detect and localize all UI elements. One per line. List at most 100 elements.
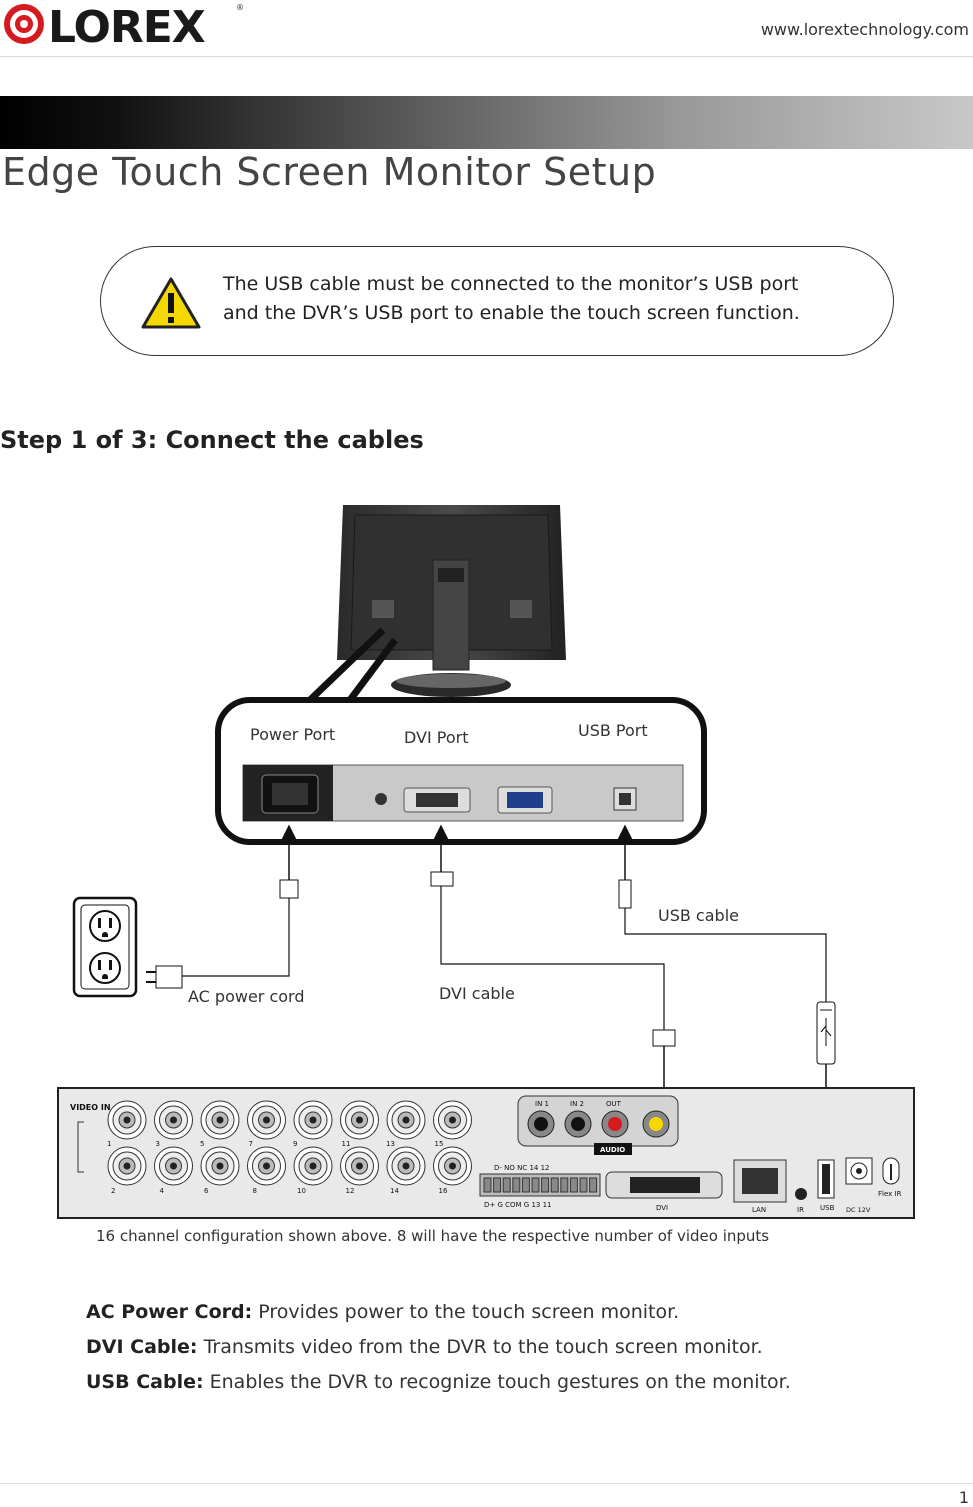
notice-line-1: The USB cable must be connected to the m… (223, 273, 799, 295)
step-heading: Step 1 of 3: Connect the cables (0, 426, 424, 454)
notice-line-2: and the DVR’s USB port to enable the tou… (223, 302, 800, 324)
dvi-plug-top (430, 871, 454, 887)
description-text: Enables the DVR to recognize touch gestu… (209, 1371, 791, 1393)
alarm-terminal (483, 1177, 492, 1193)
description-usb-cable: USB Cable: Enables the DVR to recognize … (86, 1371, 791, 1393)
alarm-terminal (579, 1177, 588, 1193)
lorex-logo: LOREX ® (4, 2, 244, 50)
description-ac-power-cord: AC Power Cord: Provides power to the tou… (86, 1301, 679, 1323)
notice-text: The USB cable must be connected to the m… (223, 270, 800, 328)
dvr-usb-label: USB (820, 1204, 835, 1212)
description-text: Provides power to the touch screen monit… (258, 1301, 680, 1323)
channel-label: 13 (386, 1140, 395, 1148)
description-term: USB Cable: (86, 1371, 204, 1393)
channel-label: 6 (204, 1187, 209, 1195)
channel-label: 5 (200, 1140, 204, 1148)
bnc-connector (449, 1116, 456, 1124)
channel-label: 2 (111, 1187, 115, 1195)
bnc-connector (402, 1162, 410, 1170)
alarm-terminals (483, 1177, 598, 1193)
bnc-connector (123, 1162, 131, 1170)
channel-label: 1 (107, 1140, 111, 1148)
title-banner (0, 96, 973, 149)
bnc-connector (170, 1116, 177, 1124)
channel-label: 9 (293, 1140, 297, 1148)
description-term: AC Power Cord: (86, 1301, 253, 1323)
usb-cable-label: USB cable (658, 906, 739, 925)
alarm-terminal (493, 1177, 502, 1193)
channel-label: 15 (435, 1140, 444, 1148)
bnc-connector (356, 1116, 363, 1124)
bnc-connector (309, 1116, 317, 1124)
wall-outlet (72, 896, 138, 998)
alarm-terminal (569, 1177, 578, 1193)
dvr-audio-out: OUT (606, 1100, 622, 1108)
ac-power-cord-label: AC power cord (188, 987, 305, 1006)
channel-label: 7 (249, 1140, 253, 1148)
website-url[interactable]: www.lorextechnology.com (760, 20, 969, 39)
bnc-connector (402, 1116, 410, 1124)
bnc-connector (449, 1162, 456, 1170)
dvr-flex-ir-label: Flex IR (878, 1190, 902, 1198)
bnc-connector (309, 1162, 317, 1170)
dvr-dc-label: DC 12V (846, 1206, 871, 1214)
power-port-label: Power Port (250, 725, 336, 744)
dvr-alarm-top-labels: D- NO NC 14 12 (494, 1164, 550, 1172)
warning-icon (141, 277, 201, 329)
dvr-audio-in1: IN 1 (535, 1100, 549, 1108)
alarm-terminal (541, 1177, 550, 1193)
usb-plug-top (618, 879, 632, 909)
alarm-terminal (589, 1177, 598, 1193)
bnc-connector (263, 1116, 270, 1124)
notice-box (100, 246, 894, 356)
alarm-terminal (531, 1177, 540, 1193)
bnc-connector (170, 1162, 177, 1170)
dvi-cable (440, 886, 665, 1030)
channel-label: 14 (390, 1187, 399, 1195)
dvr-audio-label: AUDIO (600, 1146, 625, 1154)
usb-port-label: USB Port (578, 721, 648, 740)
alarm-terminal (512, 1177, 521, 1193)
channel-label: 16 (439, 1187, 448, 1195)
bnc-connector (263, 1162, 270, 1170)
footer-divider (0, 1483, 973, 1484)
brand-text: LOREX (48, 2, 206, 50)
diagram-caption: 16 channel configuration shown above. 8 … (96, 1227, 770, 1245)
channel-label: 4 (160, 1187, 165, 1195)
alarm-terminal (502, 1177, 511, 1193)
bnc-connector (123, 1116, 131, 1124)
channel-label: 3 (156, 1140, 160, 1148)
dvr-alarm-bottom-labels: D+ G COM G 13 11 (484, 1201, 551, 1209)
svg-text:®: ® (236, 3, 244, 12)
ac-plug (155, 965, 183, 989)
bnc-connector (216, 1162, 224, 1170)
bnc-connector (216, 1116, 224, 1124)
dvr-dvi-label: DVI (656, 1204, 668, 1212)
usb-plug-bottom (816, 1001, 836, 1065)
bnc-connector (356, 1162, 363, 1170)
channel-label: 11 (342, 1140, 351, 1148)
monitor-port-panel (242, 764, 684, 822)
alarm-terminal (560, 1177, 569, 1193)
dvr-ir-label: IR (797, 1206, 804, 1214)
dvi-port-label: DVI Port (404, 728, 469, 747)
power-plug (279, 879, 299, 899)
dvr-lan-label: LAN (752, 1206, 766, 1214)
alarm-terminal (521, 1177, 530, 1193)
bnc-inputs (107, 1100, 472, 1186)
description-term: DVI Cable: (86, 1336, 198, 1358)
dvr-audio-in2: IN 2 (570, 1100, 584, 1108)
usb-cable (624, 908, 827, 1002)
alarm-terminal (550, 1177, 559, 1193)
ac-power-cord (182, 898, 290, 977)
dvi-cable-label: DVI cable (439, 984, 515, 1003)
channel-label: 12 (346, 1187, 355, 1195)
channel-label: 10 (297, 1187, 306, 1195)
description-dvi-cable: DVI Cable: Transmits video from the DVR … (86, 1336, 763, 1358)
dvi-plug-bottom (652, 1029, 676, 1047)
header-divider (0, 56, 973, 57)
page-title: Edge Touch Screen Monitor Setup (2, 150, 657, 194)
